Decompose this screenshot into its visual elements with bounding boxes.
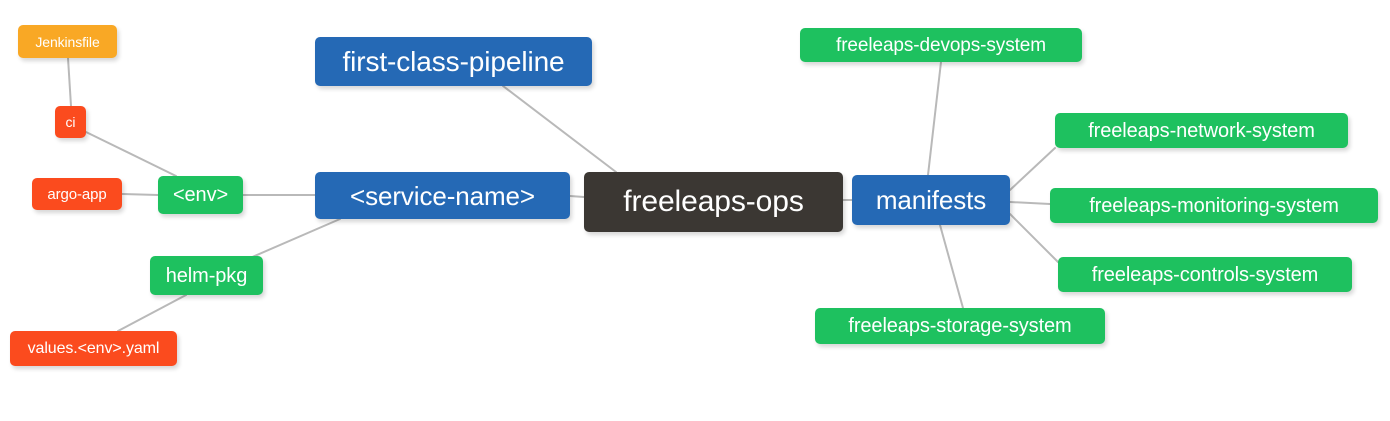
node-env[interactable]: <env> <box>158 176 243 214</box>
node-label-jenkinsfile: Jenkinsfile <box>35 33 100 50</box>
node-freeleaps-network-system[interactable]: freeleaps-network-system <box>1055 113 1348 148</box>
edge-argo-app-to-env <box>121 193 159 196</box>
edge-manifests-to-freeleaps-network-system <box>1009 147 1056 191</box>
node-freeleaps-storage-system[interactable]: freeleaps-storage-system <box>815 308 1105 344</box>
edge-manifests-to-freeleaps-storage-system <box>939 224 964 309</box>
node-freeleaps-monitoring-system[interactable]: freeleaps-monitoring-system <box>1050 188 1378 223</box>
node-manifests[interactable]: manifests <box>852 175 1010 225</box>
node-label-env: <env> <box>172 184 229 206</box>
edge-helm-pkg-to-service-name <box>249 218 341 259</box>
node-label-ci: ci <box>65 114 76 130</box>
node-label-service-name: <service-name> <box>349 180 536 211</box>
node-label-freeleaps-devops-system: freeleaps-devops-system <box>836 34 1046 56</box>
edge-values-yaml-to-helm-pkg <box>117 294 187 332</box>
node-values-yaml[interactable]: values.<env>.yaml <box>10 331 177 366</box>
node-service-name[interactable]: <service-name> <box>315 172 570 219</box>
node-label-freeleaps-network-system: freeleaps-network-system <box>1088 119 1315 142</box>
edge-manifests-to-freeleaps-monitoring-system <box>1009 201 1051 205</box>
edge-service-name-to-freeleaps-ops <box>569 195 585 198</box>
node-label-freeleaps-monitoring-system: freeleaps-monitoring-system <box>1089 194 1339 217</box>
node-label-freeleaps-controls-system: freeleaps-controls-system <box>1091 263 1319 286</box>
node-label-manifests: manifests <box>875 185 987 215</box>
node-freeleaps-ops[interactable]: freeleaps-ops <box>584 172 843 232</box>
edge-manifests-to-freeleaps-devops-system <box>927 61 942 176</box>
node-label-values-yaml: values.<env>.yaml <box>27 339 160 357</box>
node-label-freeleaps-ops: freeleaps-ops <box>623 185 804 218</box>
node-freeleaps-controls-system[interactable]: freeleaps-controls-system <box>1058 257 1352 292</box>
node-ci[interactable]: ci <box>55 106 86 138</box>
node-label-argo-app: argo-app <box>47 185 107 203</box>
node-freeleaps-devops-system[interactable]: freeleaps-devops-system <box>800 28 1082 62</box>
node-label-first-class-pipeline: first-class-pipeline <box>342 45 565 77</box>
node-helm-pkg[interactable]: helm-pkg <box>150 256 263 295</box>
node-argo-app[interactable]: argo-app <box>32 178 122 210</box>
node-label-freeleaps-storage-system: freeleaps-storage-system <box>848 315 1072 337</box>
node-first-class-pipeline[interactable]: first-class-pipeline <box>315 37 592 86</box>
edge-ci-to-env <box>85 131 177 177</box>
edge-first-class-pipeline-to-freeleaps-ops <box>502 85 617 173</box>
node-label-helm-pkg: helm-pkg <box>165 264 248 287</box>
edge-jenkinsfile-to-ci <box>67 57 72 107</box>
node-jenkinsfile[interactable]: Jenkinsfile <box>18 25 117 58</box>
